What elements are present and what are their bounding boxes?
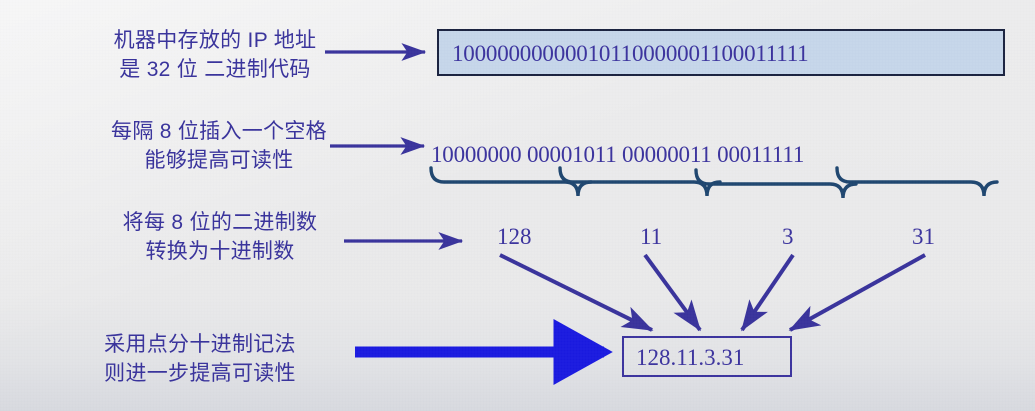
curly-brace-icon-octet1 (429, 166, 593, 197)
curly-brace-group (429, 166, 999, 199)
label-step1-machine-stores-ip: 机器中存放的 IP 地址 是 32 位 二进制代码 (113, 29, 317, 81)
decimal-octet-4: 31 (912, 224, 935, 249)
decimal-octet-2: 11 (640, 224, 663, 249)
dotted-decimal-value: 128.11.3.31 (636, 345, 745, 370)
dotted-decimal-result-box: 128.11.3.31 (622, 336, 792, 377)
curly-brace-icon-octet3 (694, 168, 858, 199)
converging-arrow-group (499, 253, 926, 332)
binary-32bit-value: 10000000000010110000001100011111 (452, 41, 809, 66)
curly-brace-icon-octet2 (558, 166, 722, 197)
label-step2-insert-space-every-8-bits: 每隔 8 位插入一个空格 能够提高可读性 (111, 120, 327, 172)
arrow-icon-octet4-to-result (788, 253, 926, 332)
label-step4-dotted-decimal-notation: 采用点分十进制记法 则进一步提高可读性 (104, 333, 296, 385)
binary-32bit-box: 10000000000010110000001100011111 (437, 29, 1005, 76)
arrow-icon-octet2-to-result (643, 253, 702, 332)
arrow-icon-octet3-to-result (740, 253, 795, 332)
arrow-icon-octet1-to-result (499, 253, 654, 332)
label-step3-convert-8bits-to-decimal: 将每 8 位的二进制数 转换为十进制数 (122, 211, 318, 263)
decimal-octet-1: 128 (497, 224, 532, 249)
binary-grouped-value: 10000000 00001011 00000011 00011111 (431, 142, 805, 167)
curly-brace-icon-octet4 (835, 166, 999, 197)
decimal-octet-3: 3 (782, 224, 794, 249)
